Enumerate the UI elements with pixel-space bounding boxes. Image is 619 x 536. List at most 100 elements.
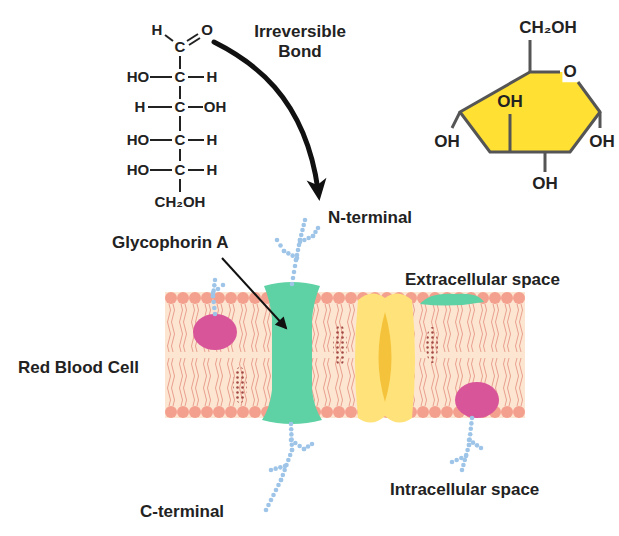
atom-label: C xyxy=(175,38,186,55)
lipid-head xyxy=(345,292,357,304)
chain-bead xyxy=(291,276,296,281)
lipid-tail xyxy=(328,304,331,352)
lipid-head xyxy=(513,292,525,304)
lipid-tail xyxy=(256,304,259,352)
lipid-tail xyxy=(324,304,327,352)
atom-label: O xyxy=(201,21,213,38)
lipid-head xyxy=(225,292,237,304)
lipid-head xyxy=(441,406,453,418)
chain-bead xyxy=(450,460,455,465)
atom-label: CH₂OH xyxy=(519,18,577,38)
lipid-tail xyxy=(172,358,175,406)
region-label: Extracellular space xyxy=(405,270,560,290)
chain-bead xyxy=(470,416,475,421)
peripheral-protein xyxy=(420,294,484,306)
chain-bead xyxy=(465,448,470,453)
annotation-label: Irreversible Bond xyxy=(244,22,356,61)
chain-bead xyxy=(211,291,216,296)
chain-bead xyxy=(311,234,316,239)
atom-label: O xyxy=(562,62,577,82)
chain-bead xyxy=(292,270,297,275)
lipid-tail xyxy=(516,304,519,352)
chain-bead xyxy=(311,234,316,239)
chain-bead xyxy=(469,421,474,426)
lipid-tail xyxy=(468,304,471,352)
chain-bead xyxy=(289,432,294,437)
chain-bead xyxy=(464,454,469,459)
chain-bead xyxy=(289,438,294,443)
glycophorin-protein xyxy=(262,282,322,424)
lipid-tail xyxy=(180,358,183,406)
chain-bead xyxy=(454,458,459,463)
lipid-tail xyxy=(172,304,175,352)
chain-bead xyxy=(269,468,274,473)
chain-bead xyxy=(213,278,218,283)
terminus-label: C-terminal xyxy=(140,502,224,522)
atom-label: HO xyxy=(127,161,150,178)
sugar-chains xyxy=(211,218,484,513)
lipid-head xyxy=(321,406,333,418)
lipid-tail xyxy=(196,358,199,406)
lipid-tail xyxy=(492,304,495,352)
chain-bead xyxy=(276,483,281,488)
lipid-tail xyxy=(268,358,271,406)
chain-bead xyxy=(221,283,226,288)
lipid-tail xyxy=(472,304,475,352)
lipid-head xyxy=(165,292,177,304)
atom-label: C xyxy=(175,98,186,115)
lipid-head xyxy=(201,406,213,418)
chain-bead xyxy=(273,466,278,471)
lipid-tail xyxy=(480,304,483,352)
lipid-heads xyxy=(165,292,525,418)
lipid-tail xyxy=(508,358,511,406)
lipid-tail xyxy=(436,358,439,406)
chain-bead xyxy=(475,443,480,448)
cell-label: Red Blood Cell xyxy=(18,358,139,378)
lipid-head xyxy=(213,406,225,418)
lipid-tail xyxy=(184,358,187,406)
lipid-head xyxy=(237,292,249,304)
chain-bead xyxy=(290,253,295,258)
atom-label: H xyxy=(207,131,218,148)
atom-label: H xyxy=(207,68,218,85)
chain-bead xyxy=(301,223,306,228)
lipid-tail xyxy=(228,358,231,406)
lipid-tail xyxy=(496,304,499,352)
chain-bead xyxy=(297,444,302,449)
atom-label: OH xyxy=(434,132,460,152)
chain-bead xyxy=(211,300,216,305)
chain-bead xyxy=(467,443,472,448)
lipid-head xyxy=(177,406,189,418)
chain-bead xyxy=(461,463,466,468)
lipid-tail xyxy=(252,304,255,352)
chain-bead xyxy=(274,488,279,493)
lipid-tail xyxy=(168,358,171,406)
chain-bead xyxy=(310,442,315,447)
lipid-tail xyxy=(324,358,327,406)
lipid-tail xyxy=(252,358,255,406)
chain-bead xyxy=(313,230,318,235)
atom-label: C xyxy=(175,131,186,148)
chain-bead xyxy=(468,432,473,437)
chain-bead xyxy=(289,437,294,442)
chain-bead xyxy=(290,448,295,453)
lipid-tail xyxy=(180,304,183,352)
chain-bead xyxy=(467,438,472,443)
terminus-label: N-terminal xyxy=(328,208,412,228)
lipid-tail xyxy=(208,358,211,406)
lipid-head xyxy=(429,406,441,418)
lipid-head xyxy=(333,292,345,304)
lipid-tail xyxy=(460,304,463,352)
membrane-protein xyxy=(455,382,499,418)
lipid-tail xyxy=(444,304,447,352)
atom-label: H xyxy=(207,161,218,178)
chain-bead xyxy=(279,478,284,483)
chain-bead xyxy=(279,478,284,483)
lipid-tail xyxy=(184,304,187,352)
chain-bead xyxy=(293,441,298,446)
lipid-head xyxy=(489,292,501,304)
lipid-tail xyxy=(240,304,243,352)
chain-bead xyxy=(306,236,311,241)
